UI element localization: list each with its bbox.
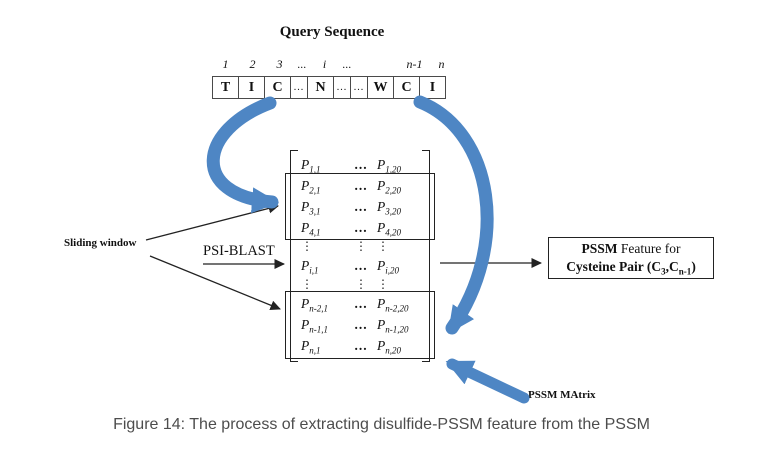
arrow-pssm-matrix-pointer [445, 358, 530, 404]
sequence-cell: N [307, 76, 334, 99]
pssm-matrix-label: PSSM MAtrix [528, 389, 596, 401]
sequence-index-label [356, 57, 374, 72]
matrix-entry: ... [354, 177, 368, 193]
matrix-entry: Pn-1,20 [377, 316, 409, 335]
sequence-cell: ... [333, 76, 351, 99]
sequence-cell: C [264, 76, 291, 99]
matrix-entry: ⋮ [355, 277, 367, 291]
matrix-entry: P3,20 [377, 198, 401, 217]
sequence-index-label: i [322, 57, 327, 71]
matrix-entry: P2,20 [377, 177, 401, 196]
sequence-cell: ... [350, 76, 368, 99]
sequence-cell: C [393, 76, 420, 99]
matrix-vdots-row: ⋮ ⋮ ⋮ [299, 276, 421, 293]
matrix-row: P1,1... P1,20 [299, 154, 421, 175]
sequence-index-label: 1 [222, 57, 229, 71]
sequence-cell: ... [290, 76, 308, 99]
matrix-entry: ... [354, 337, 368, 353]
matrix-row: P3,1... P3,20 [299, 196, 421, 217]
matrix-entry: Pn,20 [377, 337, 401, 356]
matrix-entry: Pn-2,20 [377, 295, 409, 314]
matrix-entry: ⋮ [301, 277, 313, 291]
sliding-window-box-bottom [285, 291, 435, 359]
query-sequence-title: Query Sequence [279, 24, 385, 40]
matrix-entry: ... [354, 295, 368, 311]
sequence-index-label: 3 [276, 57, 283, 71]
arrow-sliding-window-to-bottom-box [149, 255, 281, 311]
matrix-entry: Pi,1 [301, 257, 319, 276]
sequence-index-label: ... [297, 57, 307, 71]
sequence-index-label: ... [342, 57, 352, 71]
matrix-entry: P1,20 [377, 156, 401, 175]
matrix-left-bracket [290, 150, 298, 362]
matrix-row: P4,1... P4,20 [299, 217, 421, 238]
sequence-index-label [374, 57, 401, 72]
matrix-entry: ⋮ [355, 239, 367, 253]
matrix-entry: Pn-2,1 [301, 295, 328, 314]
sliding-window-box-top [285, 173, 435, 240]
matrix-entry: P3,1 [301, 198, 321, 217]
matrix-vdots-row: ⋮ ⋮ ⋮ [299, 238, 421, 255]
pssm-feature-box: PSSM Feature for Cysteine Pair (C3,Cn-1) [548, 237, 714, 279]
sequence-cell: W [367, 76, 394, 99]
matrix-entry: P4,1 [301, 219, 321, 238]
sequence-index-label: n-1 [406, 57, 423, 71]
feature-box-line1: PSSM Feature for [581, 240, 681, 256]
matrix-entry: Pi,20 [377, 257, 400, 276]
matrix-entry: P1,1 [301, 156, 321, 175]
matrix-entry: ... [354, 198, 368, 214]
sequence-cell: I [238, 76, 265, 99]
matrix-entry: Pn-1,1 [301, 316, 328, 335]
matrix-row: Pn,1... Pn,20 [299, 335, 421, 356]
arrow-sliding-window-to-top-box [145, 203, 279, 241]
sequence-index-label: n [438, 57, 445, 71]
sliding-window-label: Sliding window [64, 237, 137, 249]
matrix-entry: ⋮ [377, 277, 389, 291]
matrix-row: P2,1... P2,20 [299, 175, 421, 196]
sequence-index-label: 2 [249, 57, 256, 71]
figure-caption: Figure 14: The process of extracting dis… [113, 416, 650, 433]
matrix-entry: P4,20 [377, 219, 401, 238]
matrix-row: Pn-2,1... Pn-2,20 [299, 293, 421, 314]
matrix-entry: ... [354, 316, 368, 332]
psi-blast-label: PSI-BLAST [203, 243, 275, 259]
matrix-entry: Pn,1 [301, 337, 321, 356]
feature-box-line2: Cysteine Pair (C3,Cn-1) [566, 259, 696, 277]
sequence-cell: I [419, 76, 446, 99]
arrow-c3-to-top-window [206, 96, 279, 214]
matrix-entry: ... [354, 257, 368, 273]
matrix-entry: ⋮ [301, 239, 313, 253]
sequence-cell: T [212, 76, 239, 99]
sequence-index-row: 1 2 3... i... n-1 n [212, 57, 455, 72]
matrix-entry: ... [354, 219, 368, 235]
matrix-row: Pi,1... Pi,20 [299, 255, 421, 276]
matrix-entry: ... [354, 156, 368, 172]
matrix-entry: P2,1 [301, 177, 321, 196]
matrix-entry: ⋮ [377, 239, 389, 253]
matrix-row: Pn-1,1... Pn-1,20 [299, 314, 421, 335]
